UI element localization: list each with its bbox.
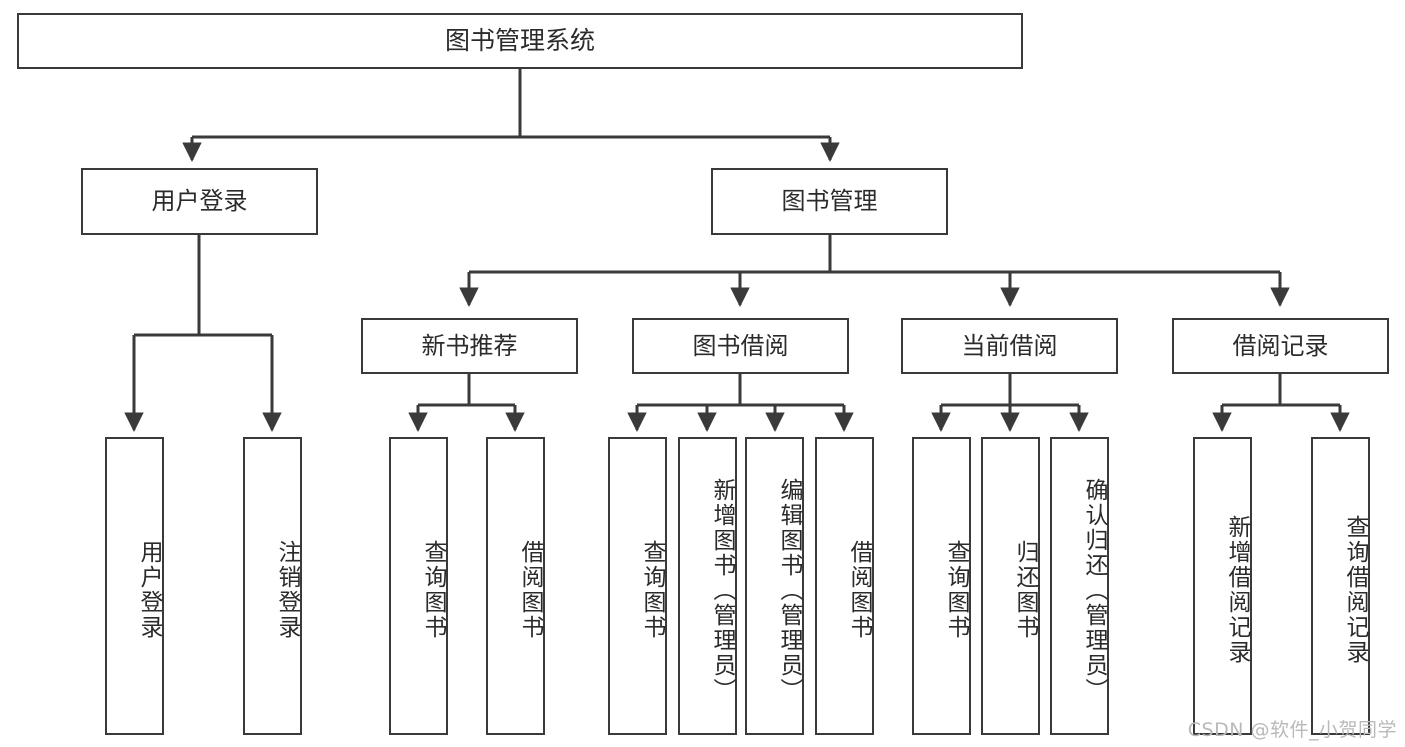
node-root[interactable]: 图书管理系统 bbox=[17, 13, 1023, 69]
node-user-login-label: 用户登录 bbox=[151, 187, 248, 216]
leaf-record-add-label: 新增借阅记录 bbox=[1224, 515, 1250, 665]
node-book-management-label: 图书管理 bbox=[781, 187, 878, 216]
node-borrow-record[interactable]: 借阅记录 bbox=[1172, 318, 1389, 374]
leaf-user-login-logout[interactable]: 注销登录 bbox=[243, 437, 302, 735]
leaf-current-query-book[interactable]: 查询图书 bbox=[912, 437, 971, 735]
node-borrow-record-label: 借阅记录 bbox=[1232, 331, 1329, 360]
leaf-borrow-add-book[interactable]: 新增图书（管理员） bbox=[678, 437, 737, 735]
leaf-borrow-edit-book-label: 编辑图书（管理员） bbox=[776, 477, 802, 703]
leaf-borrow-query-book-label: 查询图书 bbox=[639, 540, 665, 640]
leaf-user-login-login-label: 用户登录 bbox=[136, 540, 162, 640]
node-book-management[interactable]: 图书管理 bbox=[711, 168, 948, 235]
leaf-record-query[interactable]: 查询借阅记录 bbox=[1311, 437, 1370, 735]
leaf-borrow-edit-book[interactable]: 编辑图书（管理员） bbox=[745, 437, 804, 735]
node-current-borrow[interactable]: 当前借阅 bbox=[901, 318, 1118, 374]
leaf-current-confirm-return-label: 确认归还（管理员） bbox=[1081, 477, 1107, 703]
node-new-book-recommend-label: 新书推荐 bbox=[421, 331, 518, 360]
leaf-new-book-query-label: 查询图书 bbox=[420, 540, 446, 640]
leaf-current-return-book-label: 归还图书 bbox=[1012, 540, 1038, 640]
leaf-borrow-borrow-book[interactable]: 借阅图书 bbox=[815, 437, 874, 735]
node-user-login[interactable]: 用户登录 bbox=[81, 168, 318, 235]
node-new-book-recommend[interactable]: 新书推荐 bbox=[361, 318, 578, 374]
leaf-current-return-book[interactable]: 归还图书 bbox=[981, 437, 1040, 735]
leaf-user-login-logout-label: 注销登录 bbox=[274, 540, 300, 640]
leaf-record-query-label: 查询借阅记录 bbox=[1342, 515, 1368, 665]
leaf-new-book-query[interactable]: 查询图书 bbox=[389, 437, 448, 735]
leaf-record-add[interactable]: 新增借阅记录 bbox=[1193, 437, 1252, 735]
leaf-current-query-book-label: 查询图书 bbox=[943, 540, 969, 640]
leaf-borrow-add-book-label: 新增图书（管理员） bbox=[709, 477, 735, 703]
node-current-borrow-label: 当前借阅 bbox=[961, 331, 1058, 360]
leaf-borrow-query-book[interactable]: 查询图书 bbox=[608, 437, 667, 735]
node-book-borrow-label: 图书借阅 bbox=[692, 331, 789, 360]
leaf-user-login-login[interactable]: 用户登录 bbox=[105, 437, 164, 735]
leaf-borrow-borrow-book-label: 借阅图书 bbox=[846, 540, 872, 640]
node-book-borrow[interactable]: 图书借阅 bbox=[632, 318, 849, 374]
leaf-current-confirm-return[interactable]: 确认归还（管理员） bbox=[1050, 437, 1109, 735]
node-root-label: 图书管理系统 bbox=[444, 26, 595, 56]
leaf-new-book-borrow-label: 借阅图书 bbox=[517, 540, 543, 640]
leaf-new-book-borrow[interactable]: 借阅图书 bbox=[486, 437, 545, 735]
